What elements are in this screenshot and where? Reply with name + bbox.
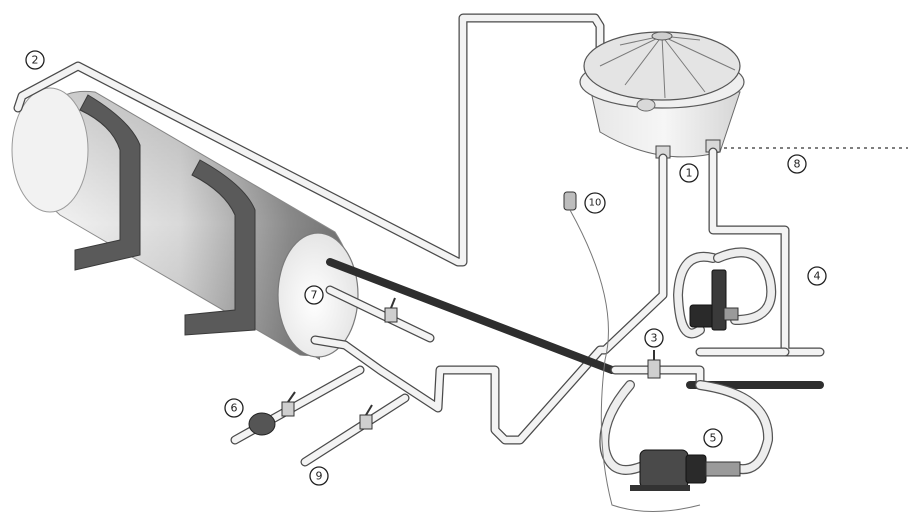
return-pipe bbox=[695, 147, 825, 357]
callout-3: 3 bbox=[644, 328, 664, 348]
reservoir-tank bbox=[579, 31, 745, 159]
valve-six bbox=[281, 401, 295, 417]
svg-text:5: 5 bbox=[710, 432, 717, 445]
valve-seven bbox=[384, 307, 398, 323]
hot-outlet-line bbox=[326, 258, 616, 374]
sensor-wire bbox=[569, 209, 701, 512]
boiler-side-pipe bbox=[325, 285, 435, 343]
callout-1: 1 bbox=[679, 163, 699, 183]
boiler-bracket-right bbox=[184, 159, 256, 336]
callout-8: 8 bbox=[787, 154, 807, 174]
callout-6: 6 bbox=[224, 398, 244, 418]
valve-three bbox=[647, 359, 661, 379]
drain-branches bbox=[230, 365, 410, 467]
svg-text:1: 1 bbox=[686, 167, 693, 180]
svg-text:4: 4 bbox=[814, 270, 821, 283]
callout-2: 2 bbox=[25, 50, 45, 70]
lower-pump-motor bbox=[639, 449, 689, 489]
svg-text:6: 6 bbox=[231, 402, 238, 415]
svg-text:3: 3 bbox=[651, 332, 658, 345]
boiler-bracket-left bbox=[74, 94, 141, 271]
svg-text:2: 2 bbox=[32, 54, 39, 67]
cold-supply-pipe bbox=[310, 153, 668, 445]
valve-nine bbox=[359, 414, 373, 430]
upper-pump-motor bbox=[689, 304, 715, 328]
callout-7: 7 bbox=[304, 285, 324, 305]
hot-supply-pipe bbox=[13, 13, 605, 267]
boiler-tank bbox=[11, 87, 359, 360]
callout-9: 9 bbox=[309, 466, 329, 486]
svg-text:10: 10 bbox=[589, 198, 602, 209]
callout-10: 10 bbox=[584, 192, 606, 214]
check-valve-six bbox=[248, 412, 276, 436]
sensor-bulb bbox=[563, 191, 577, 211]
callout-5: 5 bbox=[703, 428, 723, 448]
junction-three bbox=[610, 350, 705, 390]
svg-text:8: 8 bbox=[794, 158, 801, 171]
upper-pump-assembly bbox=[672, 247, 777, 339]
lower-pump-assembly bbox=[599, 380, 774, 491]
svg-text:7: 7 bbox=[311, 289, 318, 302]
svg-text:9: 9 bbox=[316, 470, 323, 483]
callout-4: 4 bbox=[807, 266, 827, 286]
thermostat-sensor bbox=[563, 191, 701, 512]
